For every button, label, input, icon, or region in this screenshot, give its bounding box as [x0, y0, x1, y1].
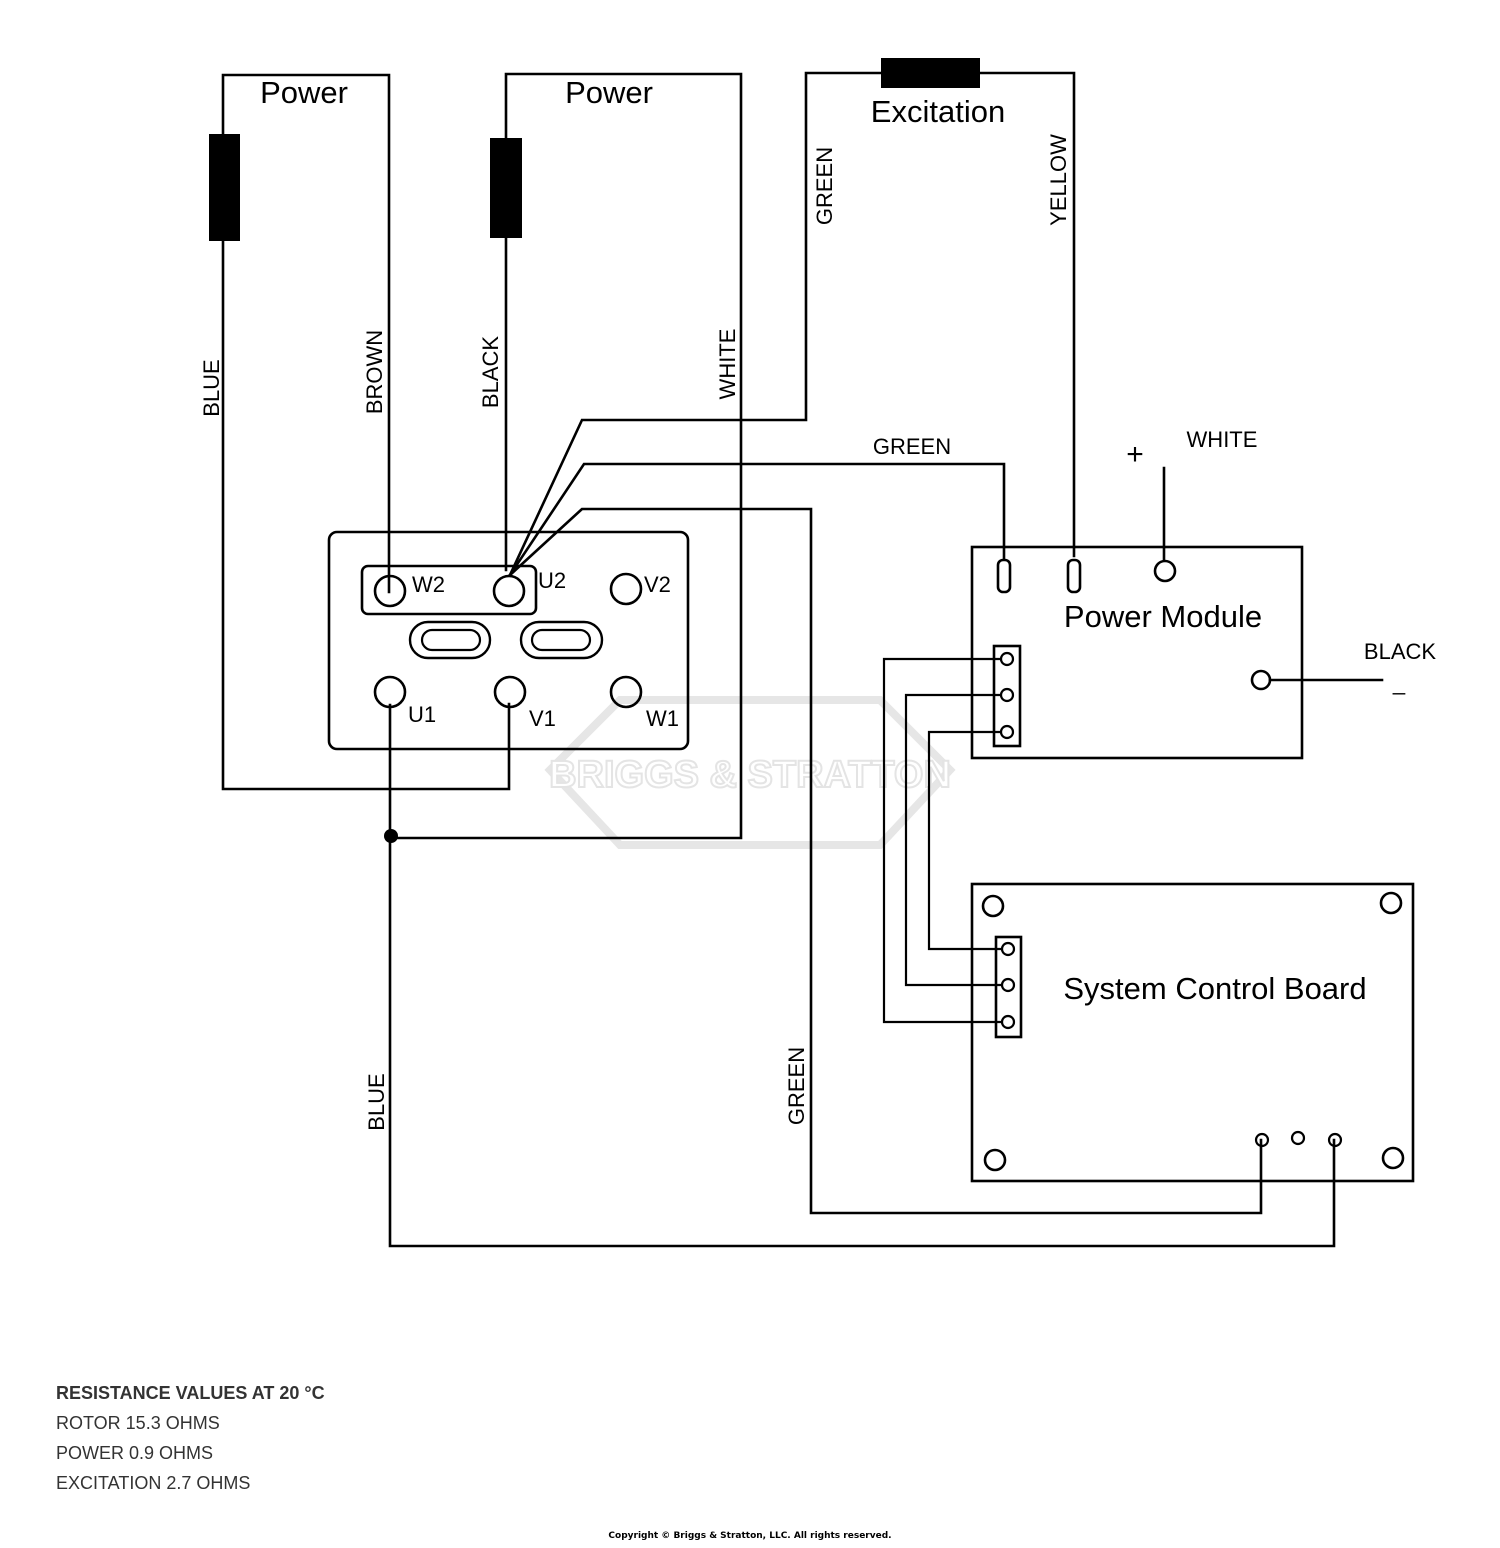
terminal-u1: [373, 675, 407, 709]
terminal-block: [327, 530, 690, 751]
wire-label-white-plus: WHITE: [1187, 427, 1258, 452]
mounting-slot-right: [519, 620, 604, 660]
resistance-notes: RESISTANCE VALUES AT 20 °C ROTOR 15.3 OH…: [56, 1378, 325, 1498]
wire-label-yellow: YELLOW: [1046, 134, 1071, 226]
module-tab-yellow: [1066, 558, 1082, 594]
wire-label-brown: BROWN: [362, 330, 387, 414]
ribbon-wire-3: [927, 730, 1003, 951]
board-pin: [1290, 1130, 1306, 1146]
board-mount-hole: [981, 894, 1005, 918]
coil-label-power-left: Power: [260, 75, 348, 110]
notes-excitation: EXCITATION 2.7 OHMS: [56, 1473, 251, 1493]
junction-dot: [384, 829, 398, 843]
coil-label-power-right: Power: [565, 75, 653, 110]
wire-label-green-bottom: GREEN: [784, 1047, 809, 1125]
terminal-w1: [609, 675, 643, 709]
polarity-minus: _: [1392, 670, 1406, 695]
coil-excitation-icon: [881, 58, 980, 88]
wire-blue-coil-down: [221, 238, 511, 791]
terminal-w2: [373, 574, 407, 608]
coil-label-excitation: Excitation: [871, 94, 1005, 129]
system-control-board: [970, 882, 1415, 1183]
module-connector: [992, 644, 1022, 748]
wire-label-black-minus: BLACK: [1364, 639, 1436, 664]
wire-blue-bottom: [388, 703, 1336, 1248]
module-terminal-plus: [1153, 559, 1177, 583]
wire-blue-left: [221, 73, 391, 594]
coil-black-icon: [490, 138, 522, 238]
terminal-v1: [493, 675, 527, 709]
notes-rotor: ROTOR 15.3 OHMS: [56, 1413, 220, 1433]
system-control-board-title: System Control Board: [1063, 971, 1366, 1006]
notes-power: POWER 0.9 OHMS: [56, 1443, 214, 1463]
power-module-title: Power Module: [1064, 599, 1262, 634]
watermark-text: BRIGGS & STRATTON: [549, 754, 951, 796]
terminal-label-v1: V1: [529, 706, 556, 731]
ribbon-wire-2: [904, 693, 1003, 987]
mounting-slot-left: [408, 620, 492, 660]
terminal-v2: [609, 572, 643, 606]
terminal-link-bar: [360, 564, 538, 616]
wire-label-white: WHITE: [715, 329, 740, 400]
terminal-label-v2: V2: [644, 572, 671, 597]
wire-label-black: BLACK: [478, 336, 503, 408]
wire-yellow-exc: [978, 71, 1076, 558]
board-pin-blue: [1327, 1132, 1343, 1148]
wire-green-to-module: [508, 462, 1006, 577]
power-module: [970, 545, 1304, 760]
wire-green-exc: [508, 71, 884, 577]
terminal-label-w2: W2: [412, 572, 445, 597]
board-mount-hole: [1381, 1146, 1405, 1170]
coil-blue-icon: [209, 134, 240, 241]
wire-black: [388, 72, 743, 840]
notes-header: RESISTANCE VALUES AT 20 °C: [56, 1383, 325, 1403]
wire-label-green-mid: GREEN: [873, 434, 951, 459]
module-terminal-minus: [1250, 669, 1272, 691]
wire-label-blue-bottom: BLUE: [364, 1073, 389, 1130]
terminal-label-u1: U1: [408, 702, 436, 727]
terminal-u2: [492, 574, 526, 608]
board-pin-green: [1254, 1132, 1270, 1148]
polarity-plus: +: [1126, 438, 1144, 471]
terminal-label-u2: U2: [538, 568, 566, 593]
board-mount-hole: [983, 1148, 1007, 1172]
copyright: Copyright © Briggs & Stratton, LLC. All …: [608, 1531, 892, 1541]
wire-label-blue-top: BLUE: [199, 359, 224, 416]
board-connector: [994, 935, 1023, 1039]
wire-label-green-top: GREEN: [812, 147, 837, 225]
terminal-label-w1: W1: [646, 706, 679, 731]
ribbon-wire-1: [882, 657, 1003, 1024]
module-tab-green: [996, 558, 1012, 594]
board-mount-hole: [1379, 891, 1403, 915]
wire-green-long: [508, 507, 1263, 1215]
